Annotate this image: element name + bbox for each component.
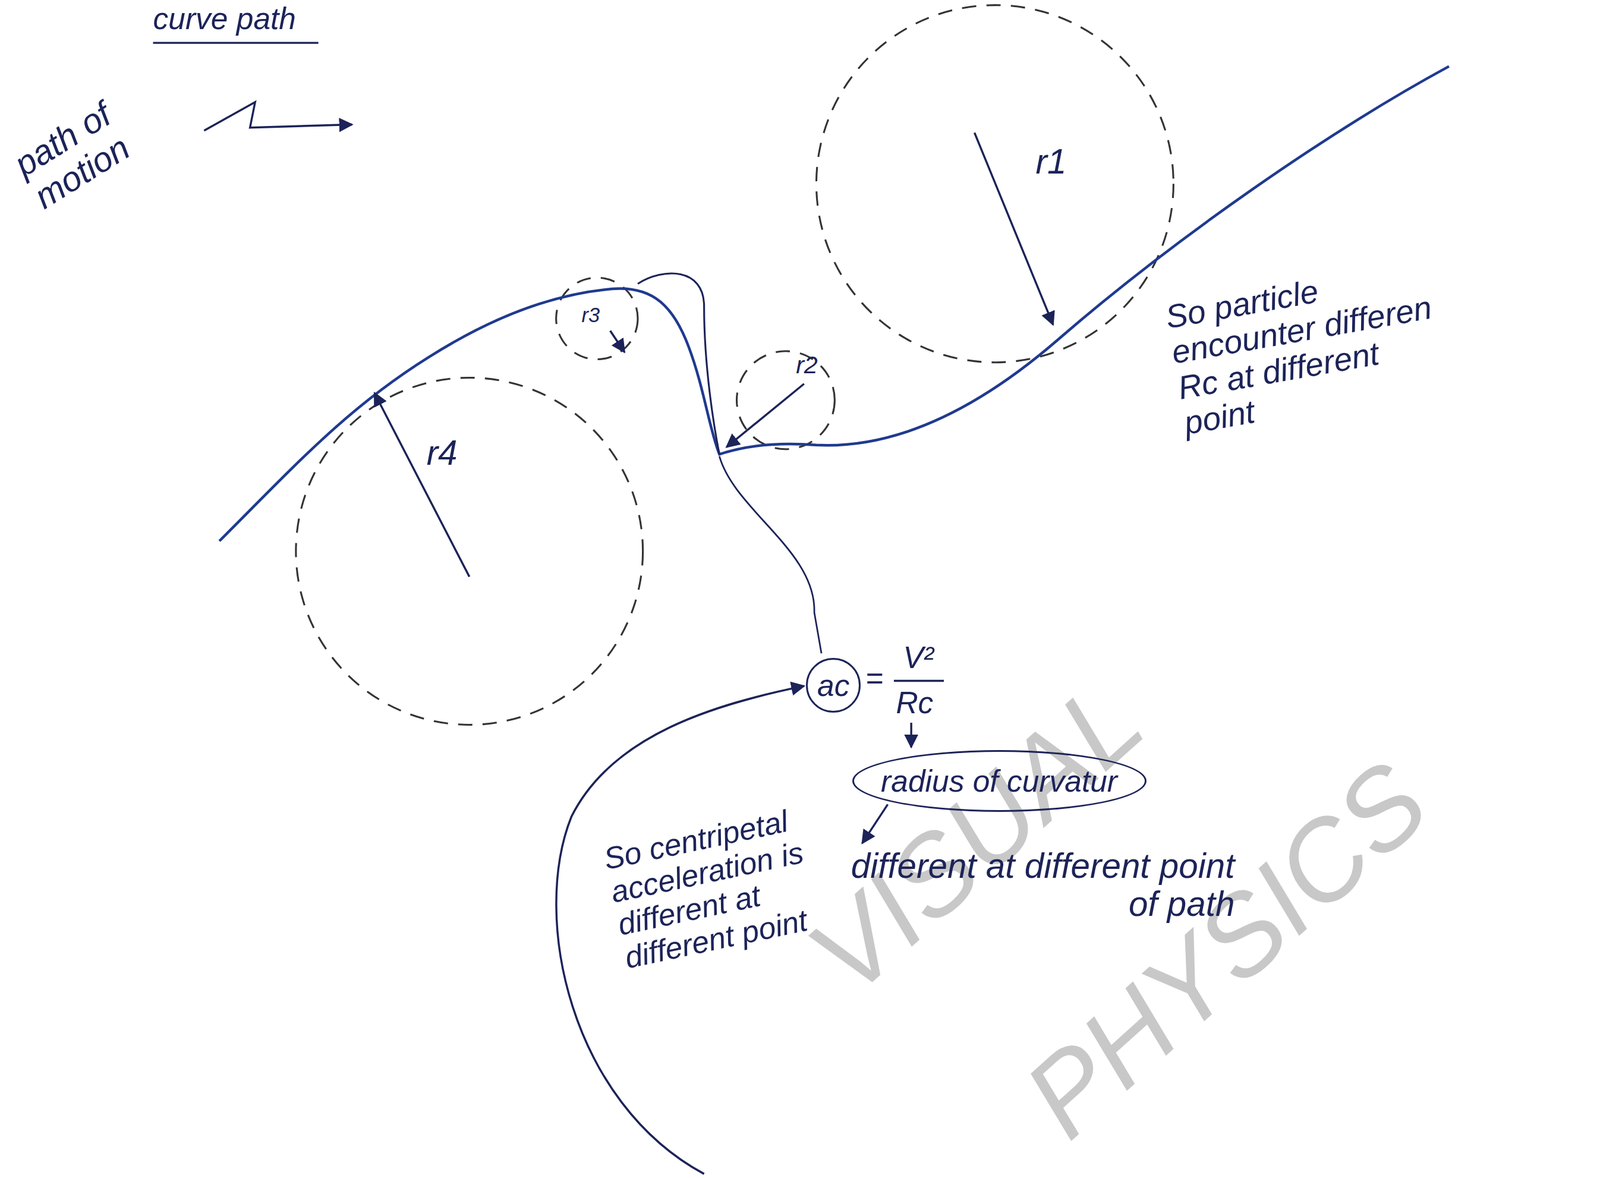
radius-label: r2	[795, 351, 818, 379]
leader-line	[719, 456, 822, 654]
circled-term: radius of curvatur	[852, 750, 1147, 812]
motion-path	[219, 66, 1450, 542]
radius-arrow	[726, 383, 804, 447]
watermark: VISUAL	[785, 657, 1165, 1017]
curvature-circle	[295, 377, 644, 725]
path-note: path of motion	[7, 64, 187, 216]
note-text: different at different point of path	[826, 846, 1236, 924]
node-text: ac	[817, 668, 850, 703]
radius-label: r3	[581, 304, 601, 327]
radius-label: r1	[1035, 142, 1067, 181]
circled-symbol: ac	[805, 657, 861, 713]
radius-label: r4	[426, 433, 458, 472]
curvature-circle	[736, 351, 836, 450]
note-text: So particle encounter differen Rc at dif…	[1163, 253, 1450, 442]
equation-symbol: =	[865, 661, 884, 696]
path-stroke	[637, 273, 720, 455]
curvature-circle	[816, 5, 1174, 363]
radius-arrow	[374, 392, 470, 577]
fraction-bar	[893, 679, 944, 682]
heading: curve path	[153, 1, 296, 36]
equation-term: V²	[902, 640, 934, 675]
pointer-arrow	[909, 722, 912, 748]
heading-underline	[153, 41, 319, 44]
node-text: radius of curvatur	[880, 764, 1118, 799]
pointer-arrow	[203, 102, 352, 131]
radius-arrow	[610, 330, 625, 352]
equation-term: Rc	[895, 685, 934, 720]
